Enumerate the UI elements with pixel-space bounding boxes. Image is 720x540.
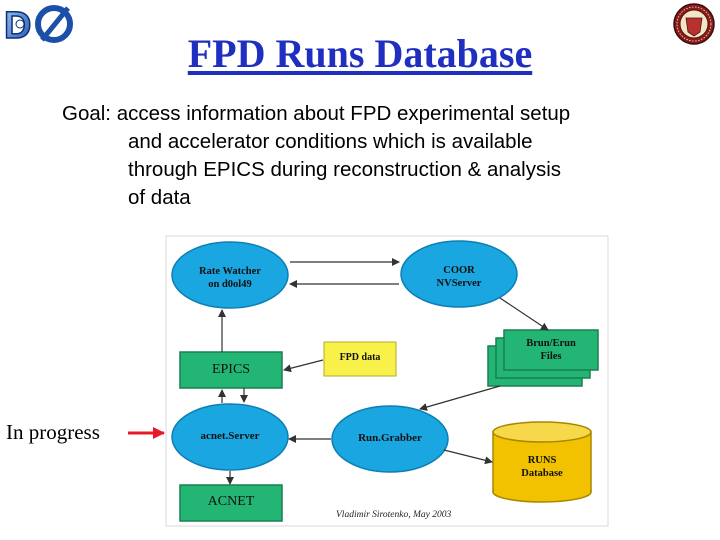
arrow-files-to-grabber — [419, 385, 501, 411]
runs-database-node — [492, 421, 592, 503]
fpd-data-label: FPD data — [339, 352, 381, 363]
goal-line-3: through EPICS during reconstruction & an… — [128, 158, 562, 181]
fpd-data-node — [323, 341, 397, 377]
acnet-label: ACNET — [207, 494, 255, 509]
run-grabber-label: Run.Grabber — [358, 432, 422, 444]
rate-watcher-node — [171, 241, 289, 309]
coor-label: COOR NVServer — [436, 265, 482, 289]
goal-line-2: and accelerator conditions which is avai… — [128, 130, 533, 153]
goal-text: Goal: access information about FPD exper… — [62, 100, 682, 212]
brun-files-label: Brun/Erun Files — [526, 338, 576, 362]
runs-database-label: RUNS Database — [521, 455, 563, 479]
acnet-server-label: acnet.Server — [200, 430, 260, 442]
goal-line-1: Goal: access information about FPD exper… — [62, 102, 571, 125]
d0-logo-icon: D — [3, 4, 73, 44]
epics-label: EPICS — [211, 362, 251, 377]
slide-title: FPD Runs Database — [187, 31, 533, 76]
brun-files-sheet-1 — [503, 329, 599, 371]
rate-watcher-label: Rate Watcher on d0ol49 — [199, 266, 261, 290]
university-seal-icon — [673, 3, 715, 45]
coor-node — [400, 240, 518, 308]
acnet-node — [179, 484, 283, 522]
arrow-fpd-to-epics — [283, 359, 324, 373]
in-progress-label: In progress — [6, 420, 100, 444]
arrow-grabber-to-db — [443, 449, 493, 465]
goal-line-4: of data — [128, 186, 191, 209]
arrow-coor-to-files — [499, 297, 549, 331]
run-grabber-node — [331, 405, 449, 473]
epics-node — [179, 351, 283, 389]
diagram-frame — [165, 235, 609, 527]
author-credit: Vladimir Sirotenko, May 2003 — [336, 510, 452, 520]
